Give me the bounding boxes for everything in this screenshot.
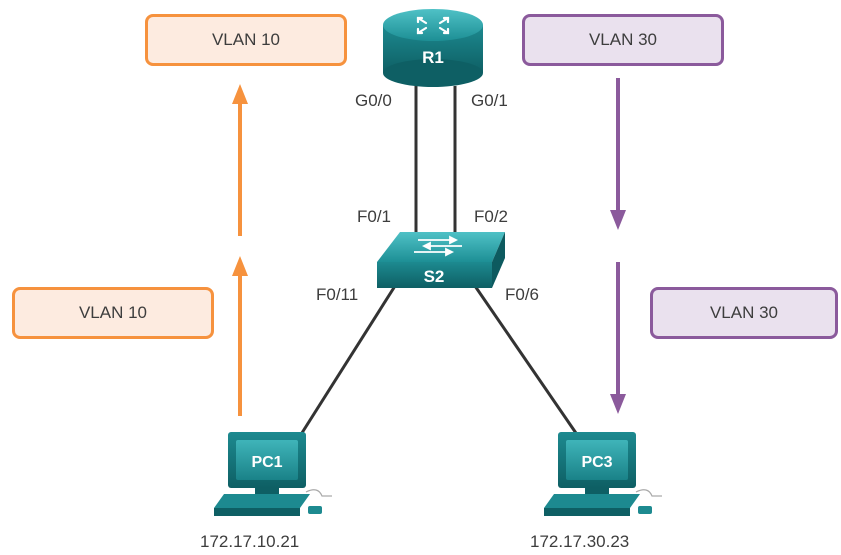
pc1-ip-address: 172.17.10.21 [200, 532, 300, 551]
port-label-r1-g01: G0/1 [471, 91, 508, 110]
port-label-s2-f02: F0/2 [474, 207, 509, 226]
arrow-vlan10-upper [232, 84, 248, 236]
arrow-vlan30-upper [610, 78, 626, 230]
router-label: R1 [422, 48, 444, 67]
switch-arrows-icon [414, 235, 462, 257]
pc1-label: PC1 [251, 454, 282, 471]
pc3-ip-address: 172.17.30.23 [530, 532, 630, 551]
link-s2-pc3 [473, 285, 580, 437]
pc3-label: PC3 [581, 454, 612, 471]
vlan10-box-mid: VLAN 10 [12, 287, 214, 339]
vlan30-box-mid: VLAN 30 [650, 287, 838, 339]
vlan30-box-top-label: VLAN 30 [588, 30, 658, 49]
arrow-vlan30-lower [610, 262, 626, 414]
link-s2-pc1 [298, 285, 397, 437]
vlan30-box-top: VLAN 30 [522, 14, 724, 66]
port-label-r1-g00: G0/0 [355, 91, 392, 110]
router-arrows-icon [416, 16, 450, 35]
pc1-computer[interactable]: PC1 [214, 432, 332, 516]
pc3-computer[interactable]: PC3 [544, 432, 662, 516]
vlan10-box-top-label: VLAN 10 [211, 30, 281, 49]
switch-label: S2 [424, 267, 445, 286]
router-r1[interactable]: R1 [383, 9, 483, 87]
arrow-vlan10-lower [232, 256, 248, 416]
vlan10-box-top: VLAN 10 [145, 14, 347, 66]
vlan10-box-mid-label: VLAN 10 [78, 303, 148, 322]
port-label-s2-f01: F0/1 [357, 207, 392, 226]
vlan30-box-mid-label: VLAN 30 [709, 303, 779, 322]
port-label-s2-f06: F0/6 [505, 285, 540, 304]
port-label-s2-f011: F0/11 [316, 285, 359, 304]
switch-s2[interactable]: S2 [377, 232, 505, 288]
